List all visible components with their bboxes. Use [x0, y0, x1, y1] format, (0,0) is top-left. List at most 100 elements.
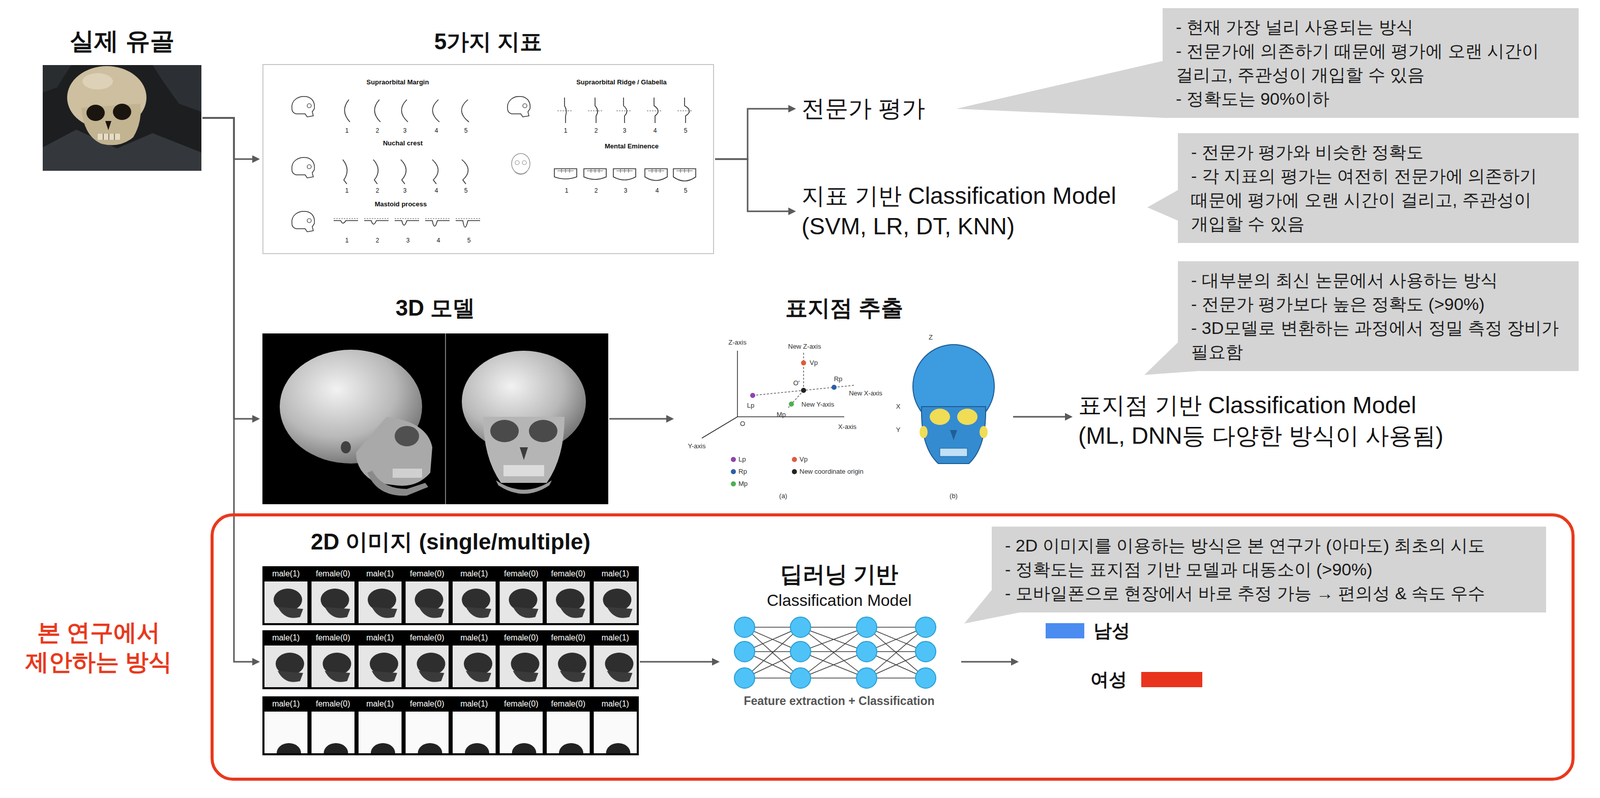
skull-silhouette	[320, 588, 350, 612]
thumbnail-label: male(1)	[272, 699, 300, 709]
figure-label: New Y-axis	[801, 401, 835, 409]
skull-icon-eye	[307, 103, 312, 108]
eye-socket	[394, 426, 420, 447]
landmark-point	[801, 360, 807, 366]
grade-number: 3	[623, 127, 627, 135]
figure-label: X-axis	[838, 423, 857, 431]
teeth	[939, 448, 968, 457]
grade-sketch-guide	[586, 168, 604, 173]
jaw-silhouette	[277, 607, 304, 619]
skull-silhouette	[555, 588, 585, 612]
grade-sketch-guide	[425, 218, 450, 220]
jaw-silhouette	[277, 671, 304, 683]
callout-text: - 정확도는 90%이하	[1175, 86, 1566, 111]
grade-sketch	[623, 97, 628, 124]
network-neuron	[790, 641, 811, 663]
thumbnail-label: male(1)	[366, 699, 394, 709]
figure-label: Lp	[738, 456, 746, 464]
method-label: 지표 기반 Classification Model(SVM, LR, DT, …	[798, 179, 1120, 245]
grade-number: 3	[403, 187, 407, 195]
eye-socket	[490, 420, 519, 443]
thumbnail-label: female(0)	[315, 699, 351, 709]
grade-number: 1	[345, 127, 349, 135]
skull-icon-eye	[522, 160, 527, 165]
figure-label: Lp	[747, 402, 755, 410]
feature-panel: 5가지 지표Supraorbital Margin12345Supraorbit…	[262, 64, 715, 255]
skull-silhouette	[367, 588, 397, 612]
skull-icon	[507, 96, 531, 117]
thumbnail-image	[499, 645, 544, 688]
skull-icon-eye	[522, 103, 527, 108]
skull-photo	[42, 65, 202, 171]
jaw-silhouette	[559, 607, 586, 619]
network-neuron	[915, 617, 936, 638]
jaw-silhouette	[419, 671, 445, 683]
grade-number: 2	[594, 187, 599, 195]
figure-label: O	[739, 420, 746, 428]
eye-socket	[86, 104, 105, 122]
feature-name: Mastoid process	[374, 200, 428, 209]
grade-sketch-guide	[616, 168, 633, 173]
thumbnail-label: female(0)	[550, 633, 586, 643]
grade-sketch-guide	[616, 110, 631, 112]
thumbnail-label: male(1)	[366, 633, 394, 643]
box-heading: 2D 이미지 (single/multiple)	[310, 528, 591, 556]
grade-number: 1	[565, 187, 569, 195]
network-box: 딥러닝 기반Classification ModelFeature extrac…	[722, 561, 957, 715]
thumbnail-image	[358, 645, 402, 688]
figure-label: Y	[896, 426, 901, 434]
figure-label: New Z-axis	[787, 343, 821, 351]
grade-sketch	[554, 168, 577, 180]
network-neuron	[856, 617, 877, 638]
grade-sketch-guide	[455, 218, 481, 220]
thumbnail-image	[264, 712, 308, 754]
grade-number: 5	[684, 187, 688, 195]
thumbnail-image	[311, 645, 355, 688]
axis-line	[736, 350, 738, 418]
skull-silhouette	[512, 743, 537, 754]
skull-silhouette	[603, 588, 632, 612]
grade-sketch	[394, 220, 420, 226]
callout-text: - 대부분의 최신 논문에서 사용하는 방식	[1191, 268, 1566, 293]
thumbnail-image	[264, 645, 308, 688]
jaw	[367, 470, 429, 496]
skull-silhouette	[370, 743, 396, 754]
callout-box: - 전문가 평가와 비슷한 정확도- 각 지표의 평가는 여전히 전문가에 의존…	[1177, 133, 1579, 244]
skull-3d-face	[921, 406, 986, 464]
skull-face	[483, 417, 565, 484]
figure-label: Z	[928, 334, 933, 342]
thumbnail-label: male(1)	[272, 569, 300, 579]
legend-text: 남성	[1093, 619, 1131, 642]
callout-text: - 전문가 평가와 비슷한 정확도	[1191, 140, 1566, 165]
figure-label: Rp	[834, 375, 843, 383]
callout-text: - 2D 이미지를 이용하는 방식은 본 연구가 (아마도) 최초의 시도	[1004, 534, 1533, 558]
figure-label: O'	[793, 379, 800, 388]
callout-pointer	[1147, 190, 1178, 221]
landmark-figure: 표지점 추출Z-axisNew Z-axisVpO'RpLpMpNew X-ax…	[676, 330, 1013, 504]
feature-name: Supraorbital Margin	[366, 78, 430, 86]
figure-label: Mp	[776, 411, 786, 419]
flow-arrow	[609, 418, 673, 421]
skull-silhouette	[606, 743, 631, 754]
thumbnail-image	[405, 581, 450, 624]
grade-sketch	[654, 97, 659, 124]
figure-label: X	[896, 403, 901, 411]
landmark-region	[957, 408, 978, 426]
method-label-text: 전문가 평가	[801, 93, 926, 125]
landmark-point	[730, 481, 736, 487]
jaw-silhouette	[607, 671, 633, 683]
thumbnail-image	[452, 645, 496, 688]
landmark-point	[750, 393, 756, 399]
skull-icon-jaw	[514, 171, 527, 175]
box-heading: 3D 모델	[395, 294, 476, 322]
jaw	[495, 480, 552, 495]
skull-silhouette	[323, 743, 349, 754]
thumbnail-image	[405, 712, 450, 754]
thumbnail-label: male(1)	[272, 633, 300, 643]
network-neuron	[856, 641, 877, 663]
skull-icon	[291, 96, 315, 117]
thumbnail-label: male(1)	[601, 569, 630, 579]
proposal-region: 2D 이미지 (single/multiple) male(1) female(0)…	[210, 513, 1575, 782]
thumbnail-image	[311, 712, 355, 754]
